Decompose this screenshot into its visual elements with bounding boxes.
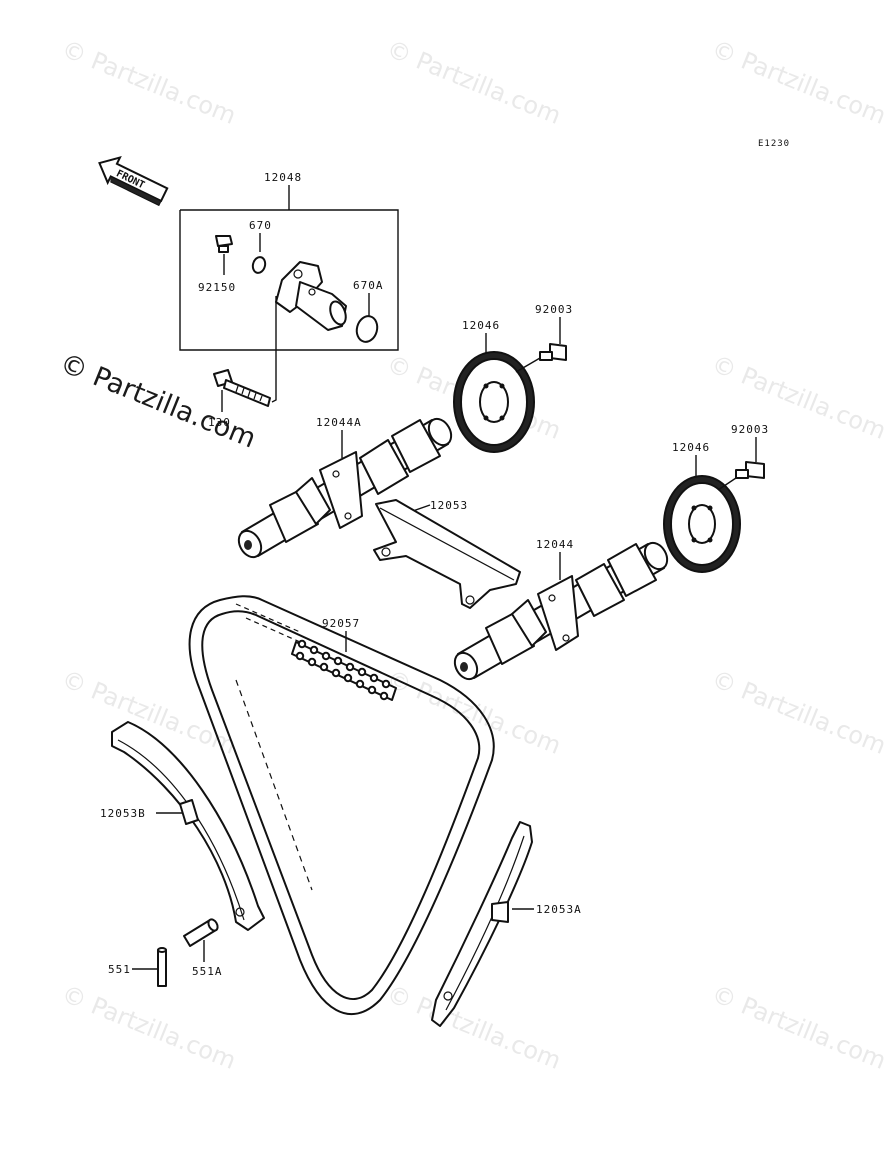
camshaft-12044a [237,417,453,559]
part-label-670a: 670A [353,279,384,292]
watermark: © Partzilla.com [58,980,240,1075]
watermark: © Partzilla.com [383,35,565,130]
watermark: © Partzilla.com [708,980,890,1075]
watermark: © Partzilla.com [708,35,890,130]
chain-link-section [291,639,397,701]
chain-guide-left [111,721,265,931]
part-label-12046-top: 12046 [462,319,500,332]
o-ring-small [251,256,267,274]
sprocket-bolt-top [539,343,567,361]
part-label-551: 551 [108,963,131,976]
pin-551 [157,947,167,987]
part-label-92003-right: 92003 [731,423,769,436]
camshaft-12044 [453,541,669,681]
part-label-551a: 551A [192,965,223,978]
watermark-primary: © Partzilla.com [55,348,260,455]
cam-sprocket-top [453,351,535,453]
chain-guide-upper [373,499,521,609]
dowel-551a [183,918,219,947]
chain-guide-right [431,821,533,1027]
tensioner-body [275,261,347,331]
watermark: © Partzilla.com [58,35,240,130]
bolt-92150 [215,235,233,253]
sprocket-bolt-right [735,461,765,479]
tensioner-assembly: 12048 670 92150 670A [179,171,399,351]
front-arrow: FRONT [98,155,169,207]
part-label-92150: 92150 [198,281,236,294]
cam-sprocket-right [663,475,741,573]
part-label-12053a: 12053A [536,903,582,916]
part-label-12048: 12048 [264,171,302,184]
part-label-12053b: 12053B [100,807,146,820]
o-ring-large [355,315,379,343]
part-label-92003-top: 92003 [535,303,573,316]
part-label-12053: 12053 [430,499,468,512]
part-label-130: 130 [208,416,231,429]
part-label-670: 670 [249,219,272,232]
bolt-130 [213,369,271,407]
diagram-code: E1230 [758,139,790,149]
part-label-12046-right: 12046 [672,441,710,454]
part-label-12044a: 12044A [316,416,362,429]
part-label-12044: 12044 [536,538,574,551]
part-label-92057: 92057 [322,617,360,630]
watermark: © Partzilla.com [708,665,890,760]
watermark: © Partzilla.com [383,980,565,1075]
cam-chain [188,595,495,1016]
